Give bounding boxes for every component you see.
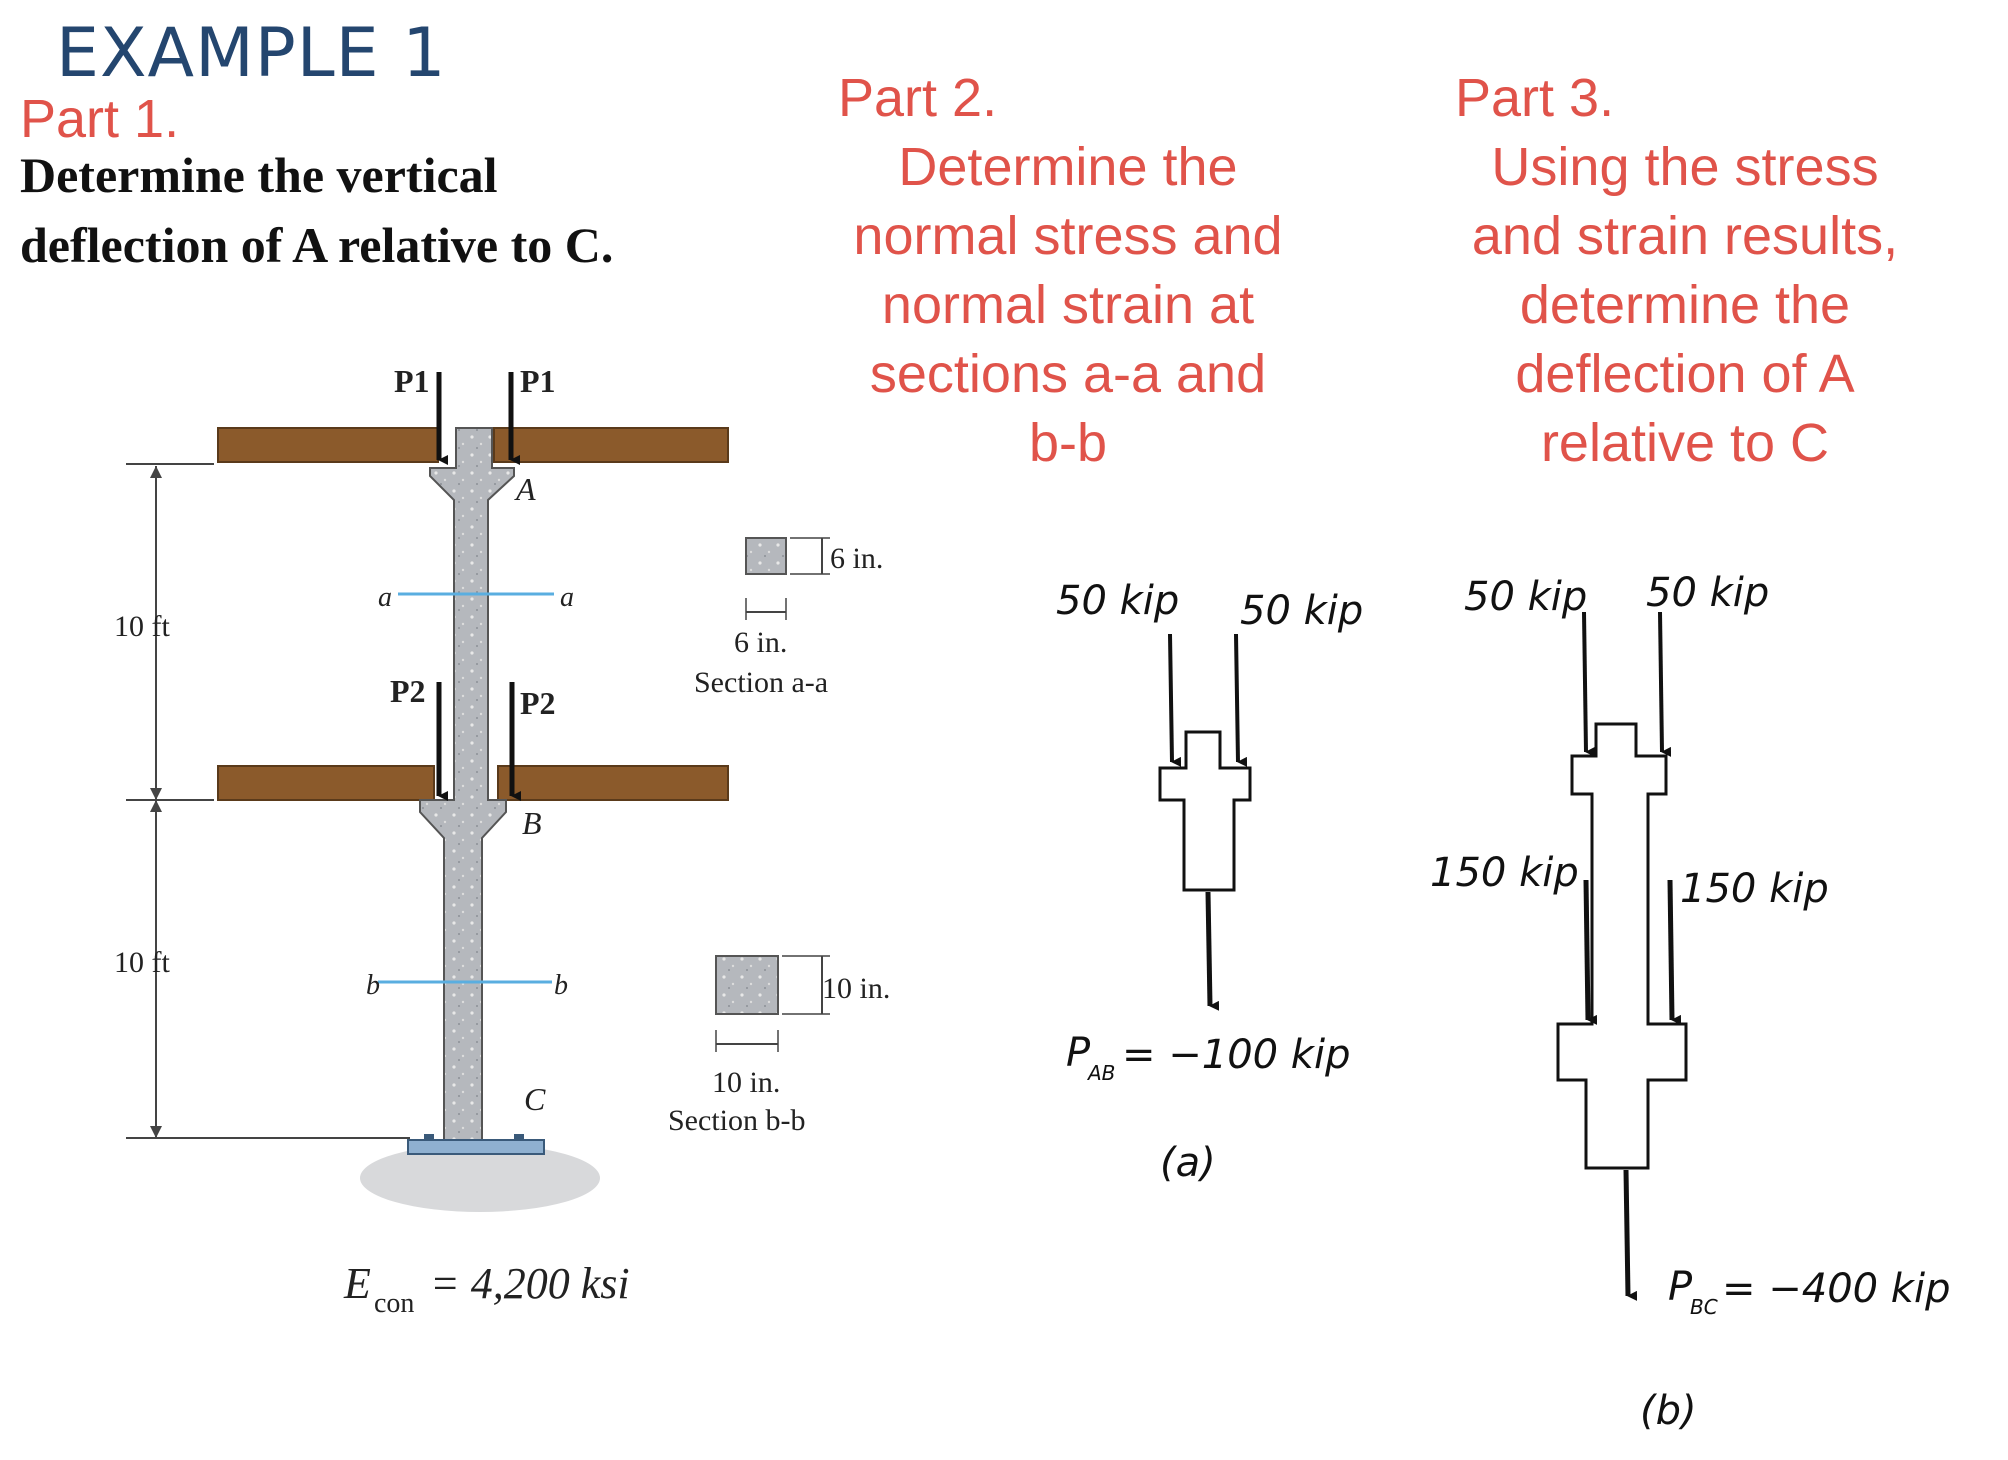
base-bolt-left [424,1134,434,1140]
part2-label: Part 2. [838,68,998,128]
mid-beam-left [217,765,435,801]
part3-block: Part 3. Using the stress and strain resu… [1455,64,1915,478]
section-bb-caption: Section b-b [668,1104,805,1137]
fbd-b-result-value: = −400 kip [1722,1266,1950,1312]
part1-question-line1: Determine the vertical [20,147,498,203]
section-aa-square [745,537,787,575]
section-aa-width-label: 6 in. [734,626,787,659]
section-bb-height-label: 10 in. [822,972,890,1005]
part1-question: Determine the vertical deflection of A r… [20,140,613,280]
p2-left-label: P2 [390,673,426,709]
part1-label: Part 1. [20,89,180,149]
fbd-b-arrow-top-left [1582,611,1596,757]
mid-beam-right [497,765,729,801]
point-b-label: B [522,805,542,841]
fbd-a-result-subscript: AB [1086,1061,1115,1085]
part1-question-line2: deflection of A relative to C. [20,217,614,273]
fbd-b-load-top-left-label: 50 kip [1464,574,1587,620]
fbd-b-load-mid-right-label: 150 kip [1680,866,1829,912]
part3-line-3: determine the [1519,275,1851,335]
part2-line-4: sections a-a and [869,344,1267,404]
dim-upper-label: 10 ft [114,610,170,643]
section-bb-square [715,955,779,1015]
part2-line-5: b-b [1028,413,1108,473]
section-a-left-label: a [378,582,392,613]
fbd-b-result-symbol: P [1668,1264,1693,1310]
p1-right-label: P1 [520,363,556,399]
fbd-b-arrow-mid-left [1583,879,1598,1025]
section-a-right-label: a [560,582,574,613]
fbd-a-result-value: = −100 kip [1122,1032,1350,1078]
p2-right-label: P2 [520,685,556,721]
section-bb-width-label: 10 in. [712,1066,780,1099]
base-bolt-right [514,1134,524,1140]
fbd-a-result-symbol: P [1066,1030,1091,1076]
fbd-b-body [1556,722,1688,1170]
part2-line-1: Determine the [898,137,1238,197]
modulus-subscript: con [374,1288,414,1319]
dim-arrowhead-4 [150,1126,162,1138]
fbd-a-arrow-left [1168,633,1182,767]
point-a-label: A [514,471,536,507]
section-b-left-label: b [366,970,380,1001]
dim-arrowhead-1 [150,466,162,478]
dim-arrowhead-2 [150,788,162,800]
fbd-b-load-mid-left-label: 150 kip [1430,850,1579,896]
point-c-label: C [524,1081,546,1117]
modulus-value: = 4,200 ksi [430,1259,630,1308]
section-b-right-label: b [554,970,568,1001]
fbd-b-result-subscript: BC [1690,1295,1718,1319]
part2-line-2: normal stress and [853,206,1283,266]
top-beam-left [217,427,439,463]
fbd-b-arrow-top-right [1658,611,1672,757]
fbd-a-load-left-label: 50 kip [1056,578,1179,624]
ground [360,1144,600,1212]
section-aa-caption: Section a-a [694,666,828,699]
example-title: EXAMPLE 1 [56,14,447,93]
part2-block: Part 2. Determine the normal stress and … [838,64,1298,478]
modulus-symbol: E [343,1259,371,1308]
fbd-a-body [1158,730,1252,892]
section-aa-height-label: 6 in. [830,542,883,575]
part3-line-4: deflection of A [1515,344,1855,404]
part3-line-5: relative to C [1540,413,1830,473]
part3-label: Part 3. [1455,68,1615,128]
p1-left-label: P1 [394,363,430,399]
fbd-b-caption: (b) [1640,1388,1697,1434]
fbd-a-arrow-right [1234,633,1248,767]
fbd-b-arrow-mid-right [1667,879,1682,1025]
dim-arrowhead-3 [150,800,162,812]
base-plate [407,1139,545,1155]
part3-line-2: and strain results, [1471,206,1899,266]
part2-line-3: normal strain at [881,275,1255,335]
fbd-b-load-top-right-label: 50 kip [1646,570,1769,616]
fbd-a-result-arrow [1205,891,1220,1011]
fbd-a-caption: (a) [1160,1140,1216,1186]
fbd-a-load-right-label: 50 kip [1240,588,1363,634]
dim-lower-label: 10 ft [114,946,170,979]
part3-line-1: Using the stress [1491,137,1879,197]
fbd-b-result-arrow [1623,1169,1638,1301]
top-beam-right [493,427,729,463]
